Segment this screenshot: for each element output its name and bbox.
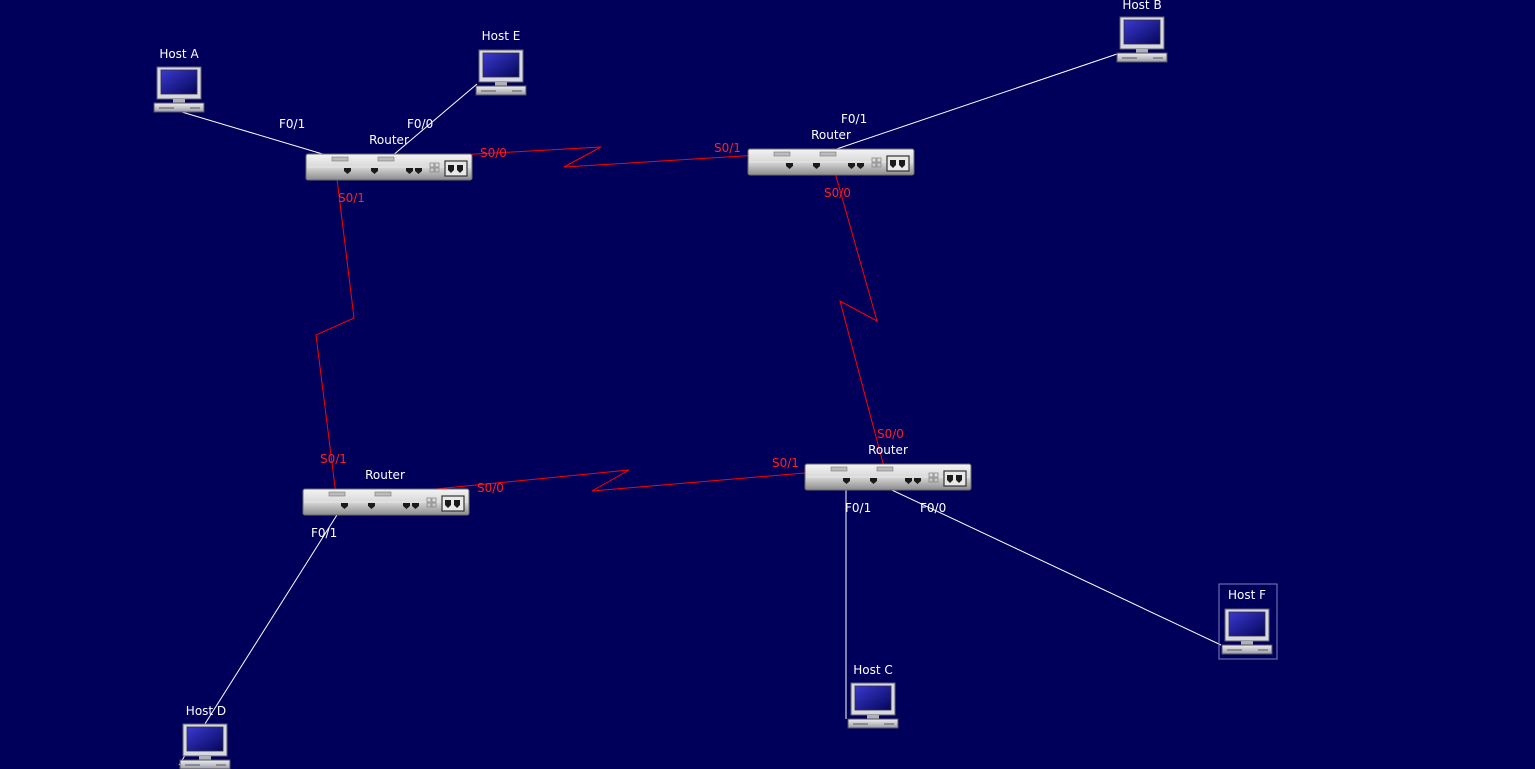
router-r2[interactable] — [747, 148, 915, 176]
host-b[interactable] — [1116, 16, 1168, 63]
host-d-label: Host D — [186, 704, 226, 718]
router-r4[interactable] — [804, 463, 972, 491]
port-r3-f01: F0/1 — [311, 526, 337, 540]
router-r1-label: Router — [369, 133, 409, 147]
link-serial-r2-r4[interactable] — [829, 154, 885, 468]
host-b-label: Host B — [1122, 0, 1161, 12]
link-serial-r1-r2[interactable] — [387, 146, 777, 168]
host-a-label: Host A — [159, 47, 199, 61]
link-host-b-r2[interactable] — [809, 53, 1118, 159]
router-r3-label: Router — [365, 468, 405, 482]
router-r2-label: Router — [811, 128, 851, 142]
port-r3-s01: S0/1 — [320, 452, 347, 466]
host-e[interactable] — [475, 49, 527, 96]
port-r2-s01: S0/1 — [714, 141, 741, 155]
port-r4-s00: S0/0 — [877, 427, 904, 441]
router-r1[interactable] — [305, 153, 473, 181]
host-a[interactable] — [153, 66, 205, 113]
host-e-label: Host E — [482, 29, 521, 43]
host-c[interactable] — [847, 682, 899, 729]
link-host-a-r1[interactable] — [154, 103, 337, 159]
port-r4-s01: S0/1 — [772, 456, 799, 470]
link-host-d-r3[interactable] — [178, 506, 343, 766]
port-r1-s01: S0/1 — [338, 191, 365, 205]
link-host-e-r1[interactable] — [384, 83, 478, 163]
host-c-label: Host C — [853, 663, 893, 677]
link-host-f-r4[interactable] — [876, 482, 1222, 646]
router-r3[interactable] — [302, 488, 470, 516]
port-r4-f00: F0/0 — [920, 501, 946, 515]
port-r1-s00: S0/0 — [480, 146, 507, 160]
host-d[interactable] — [179, 723, 231, 769]
router-r4-label: Router — [868, 443, 908, 457]
host-f-label: Host F — [1228, 588, 1266, 602]
port-r2-s00: S0/0 — [824, 186, 851, 200]
host-f[interactable] — [1218, 583, 1278, 660]
port-r1-f00: F0/0 — [407, 117, 433, 131]
host-f-selection-box — [1218, 583, 1278, 660]
port-r2-f01: F0/1 — [841, 112, 867, 126]
link-serial-r1-r3[interactable] — [315, 161, 355, 496]
port-r1-f01: F0/1 — [279, 117, 305, 131]
port-r3-s00: S0/0 — [477, 481, 504, 495]
port-r4-f01: F0/1 — [845, 501, 871, 515]
link-serial-r3-r4[interactable] — [384, 469, 841, 495]
